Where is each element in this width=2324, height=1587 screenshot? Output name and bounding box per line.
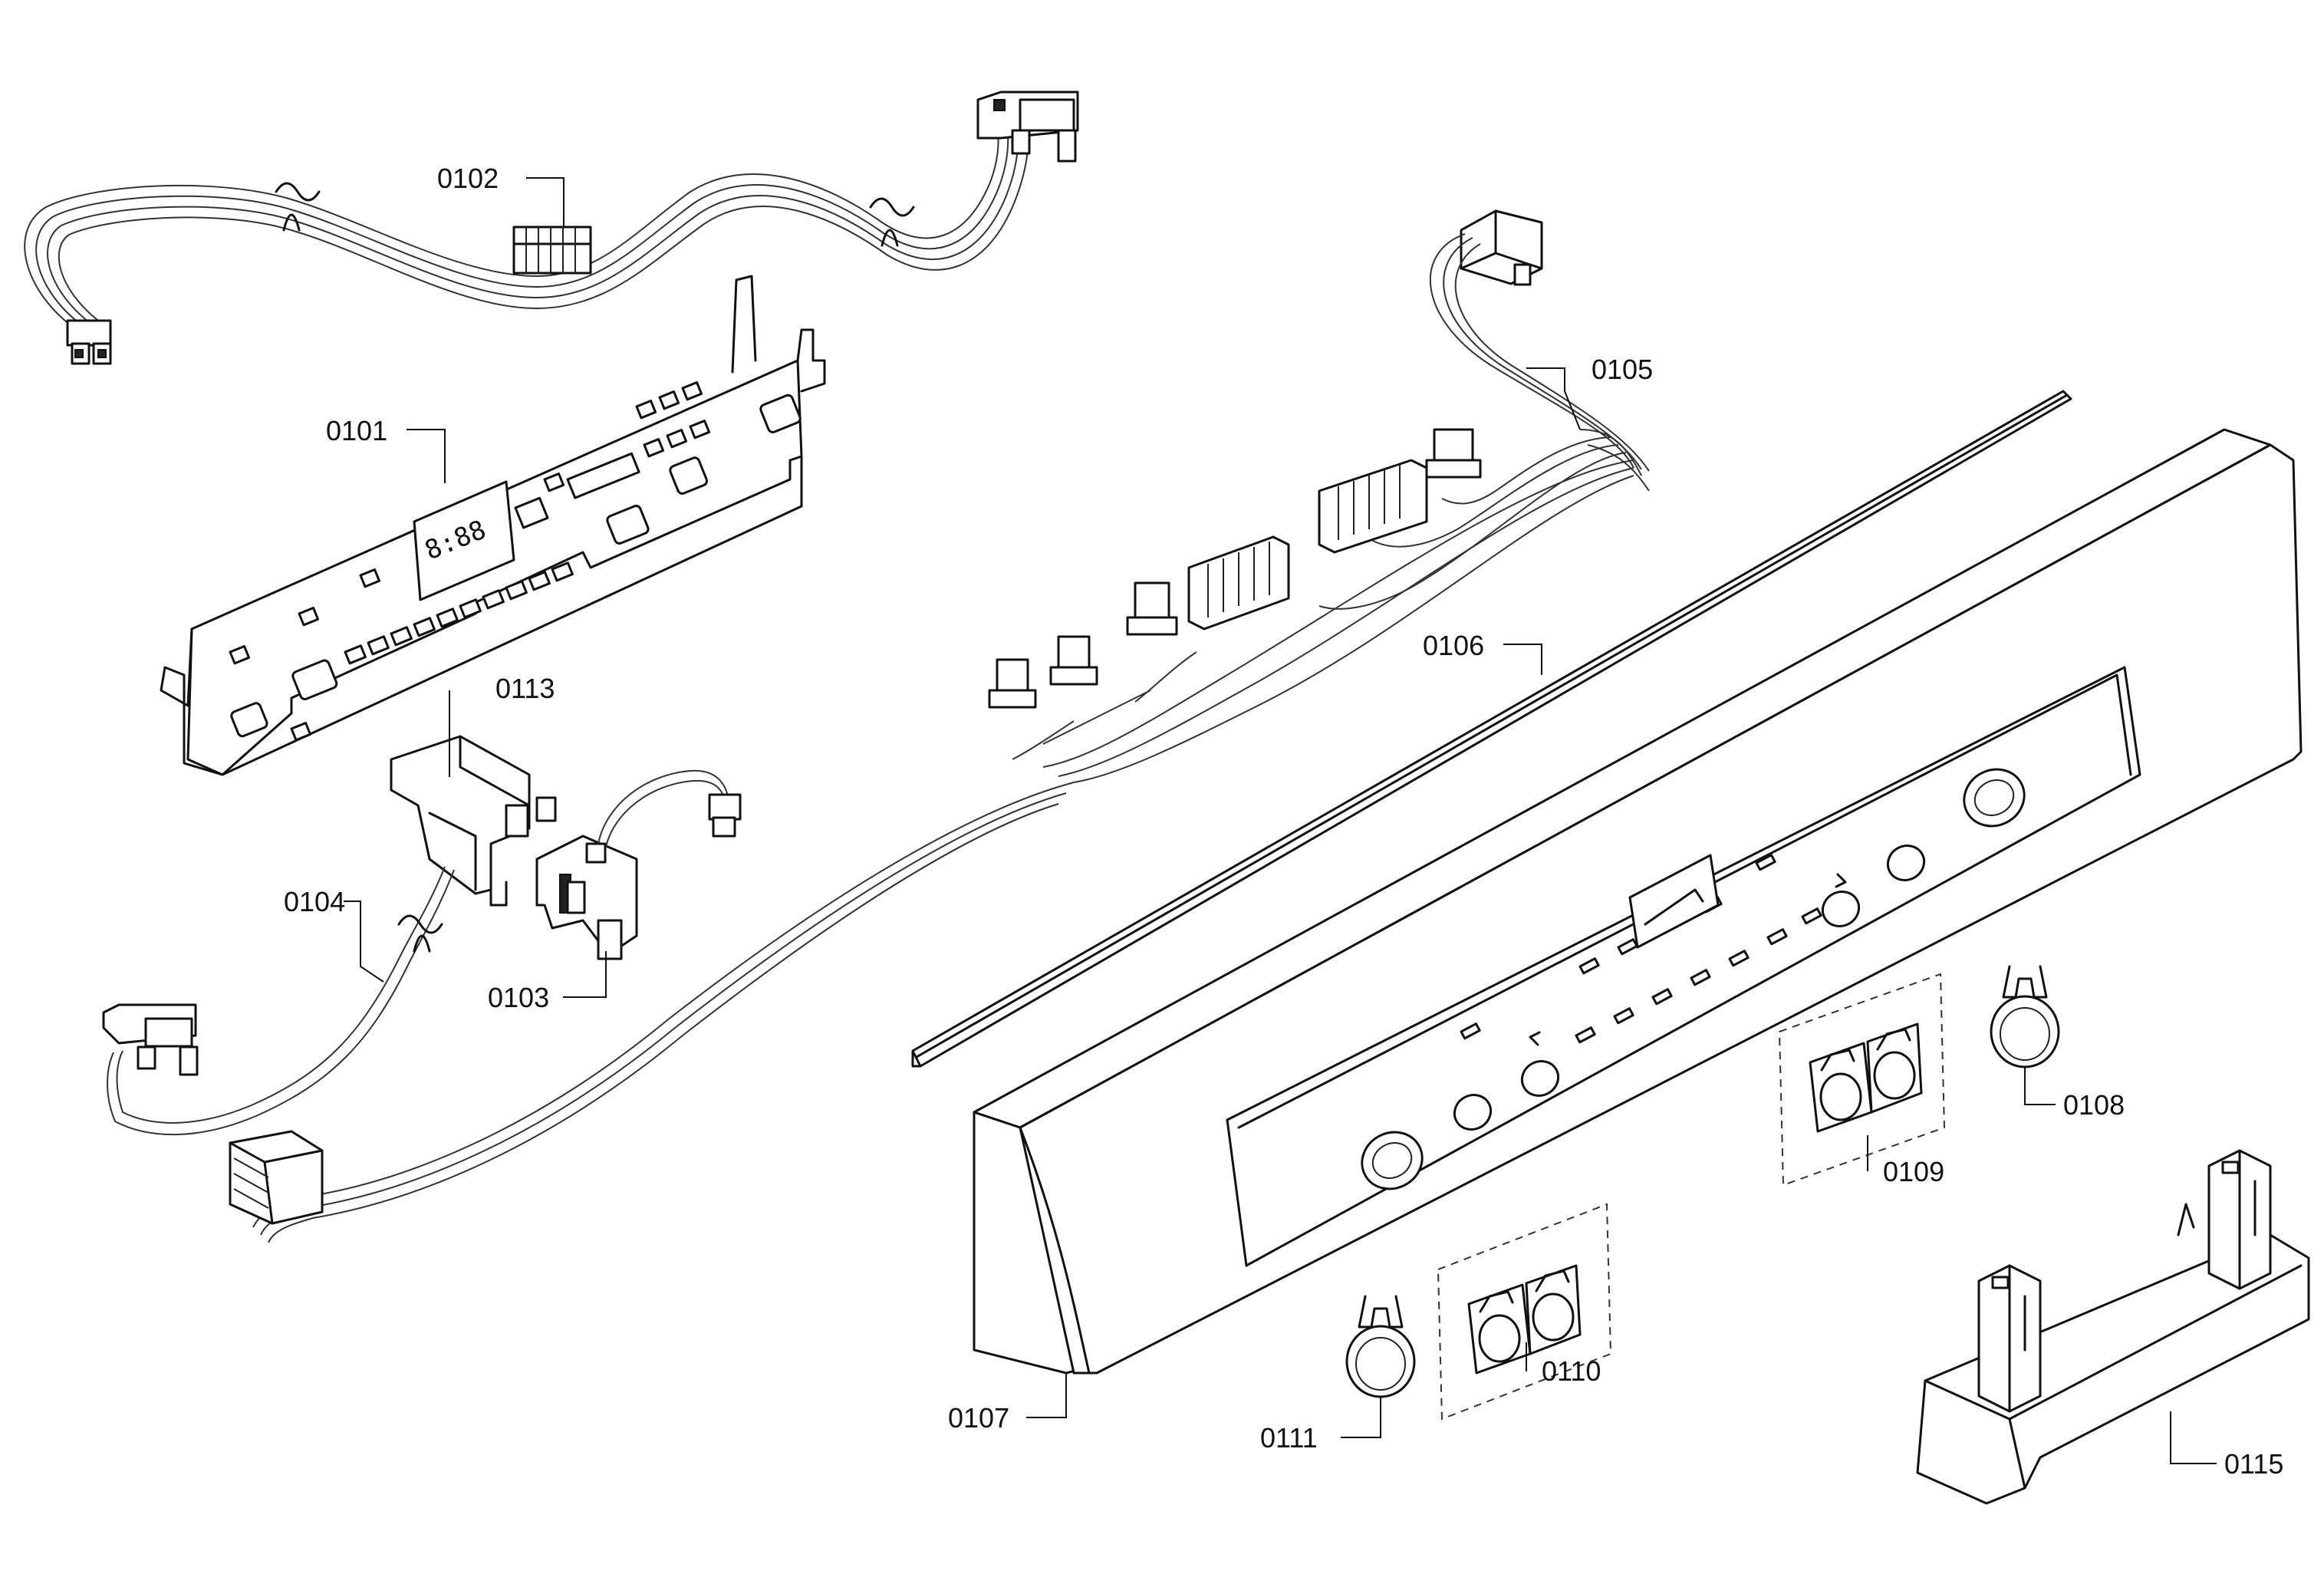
wire-harness-0105 bbox=[988, 209, 1650, 783]
label-0102: 0102 bbox=[437, 163, 499, 194]
button-pair-0110 bbox=[1437, 1203, 1612, 1421]
label-0109: 0109 bbox=[1883, 1156, 1944, 1187]
front-panel-0107 bbox=[973, 428, 2303, 1375]
label-0106: 0106 bbox=[1423, 630, 1484, 661]
label-0115: 0115 bbox=[2224, 1448, 2283, 1480]
label-0108: 0108 bbox=[2063, 1089, 2125, 1121]
part-labels: 0102 0101 0105 0106 0113 0104 0103 0107 … bbox=[284, 163, 2283, 1480]
label-0104: 0104 bbox=[284, 886, 345, 917]
label-0111: 0111 bbox=[1260, 1422, 1318, 1454]
switch-housing-0113 bbox=[390, 735, 557, 907]
switch-0103 bbox=[535, 769, 742, 960]
wire-harness-0102 bbox=[24, 91, 1079, 365]
label-0113: 0113 bbox=[495, 673, 555, 704]
label-0107: 0107 bbox=[948, 1402, 1009, 1434]
label-0103: 0103 bbox=[488, 982, 549, 1013]
label-0105: 0105 bbox=[1592, 354, 1653, 385]
label-0110: 0110 bbox=[1542, 1355, 1601, 1387]
long-wire bbox=[229, 782, 1075, 1243]
leader-lines bbox=[344, 177, 2217, 1464]
wire-harness-0104 bbox=[102, 866, 455, 1136]
button-pair-0109 bbox=[1778, 973, 1946, 1187]
bracket-0115 bbox=[1916, 1149, 2310, 1505]
control-board-0101: 8:88 bbox=[160, 275, 826, 776]
label-0101: 0101 bbox=[326, 415, 387, 446]
knob-0111 bbox=[1345, 1295, 1416, 1398]
seal-strip-0106 bbox=[911, 390, 2072, 1068]
knob-0108 bbox=[1990, 965, 2060, 1068]
